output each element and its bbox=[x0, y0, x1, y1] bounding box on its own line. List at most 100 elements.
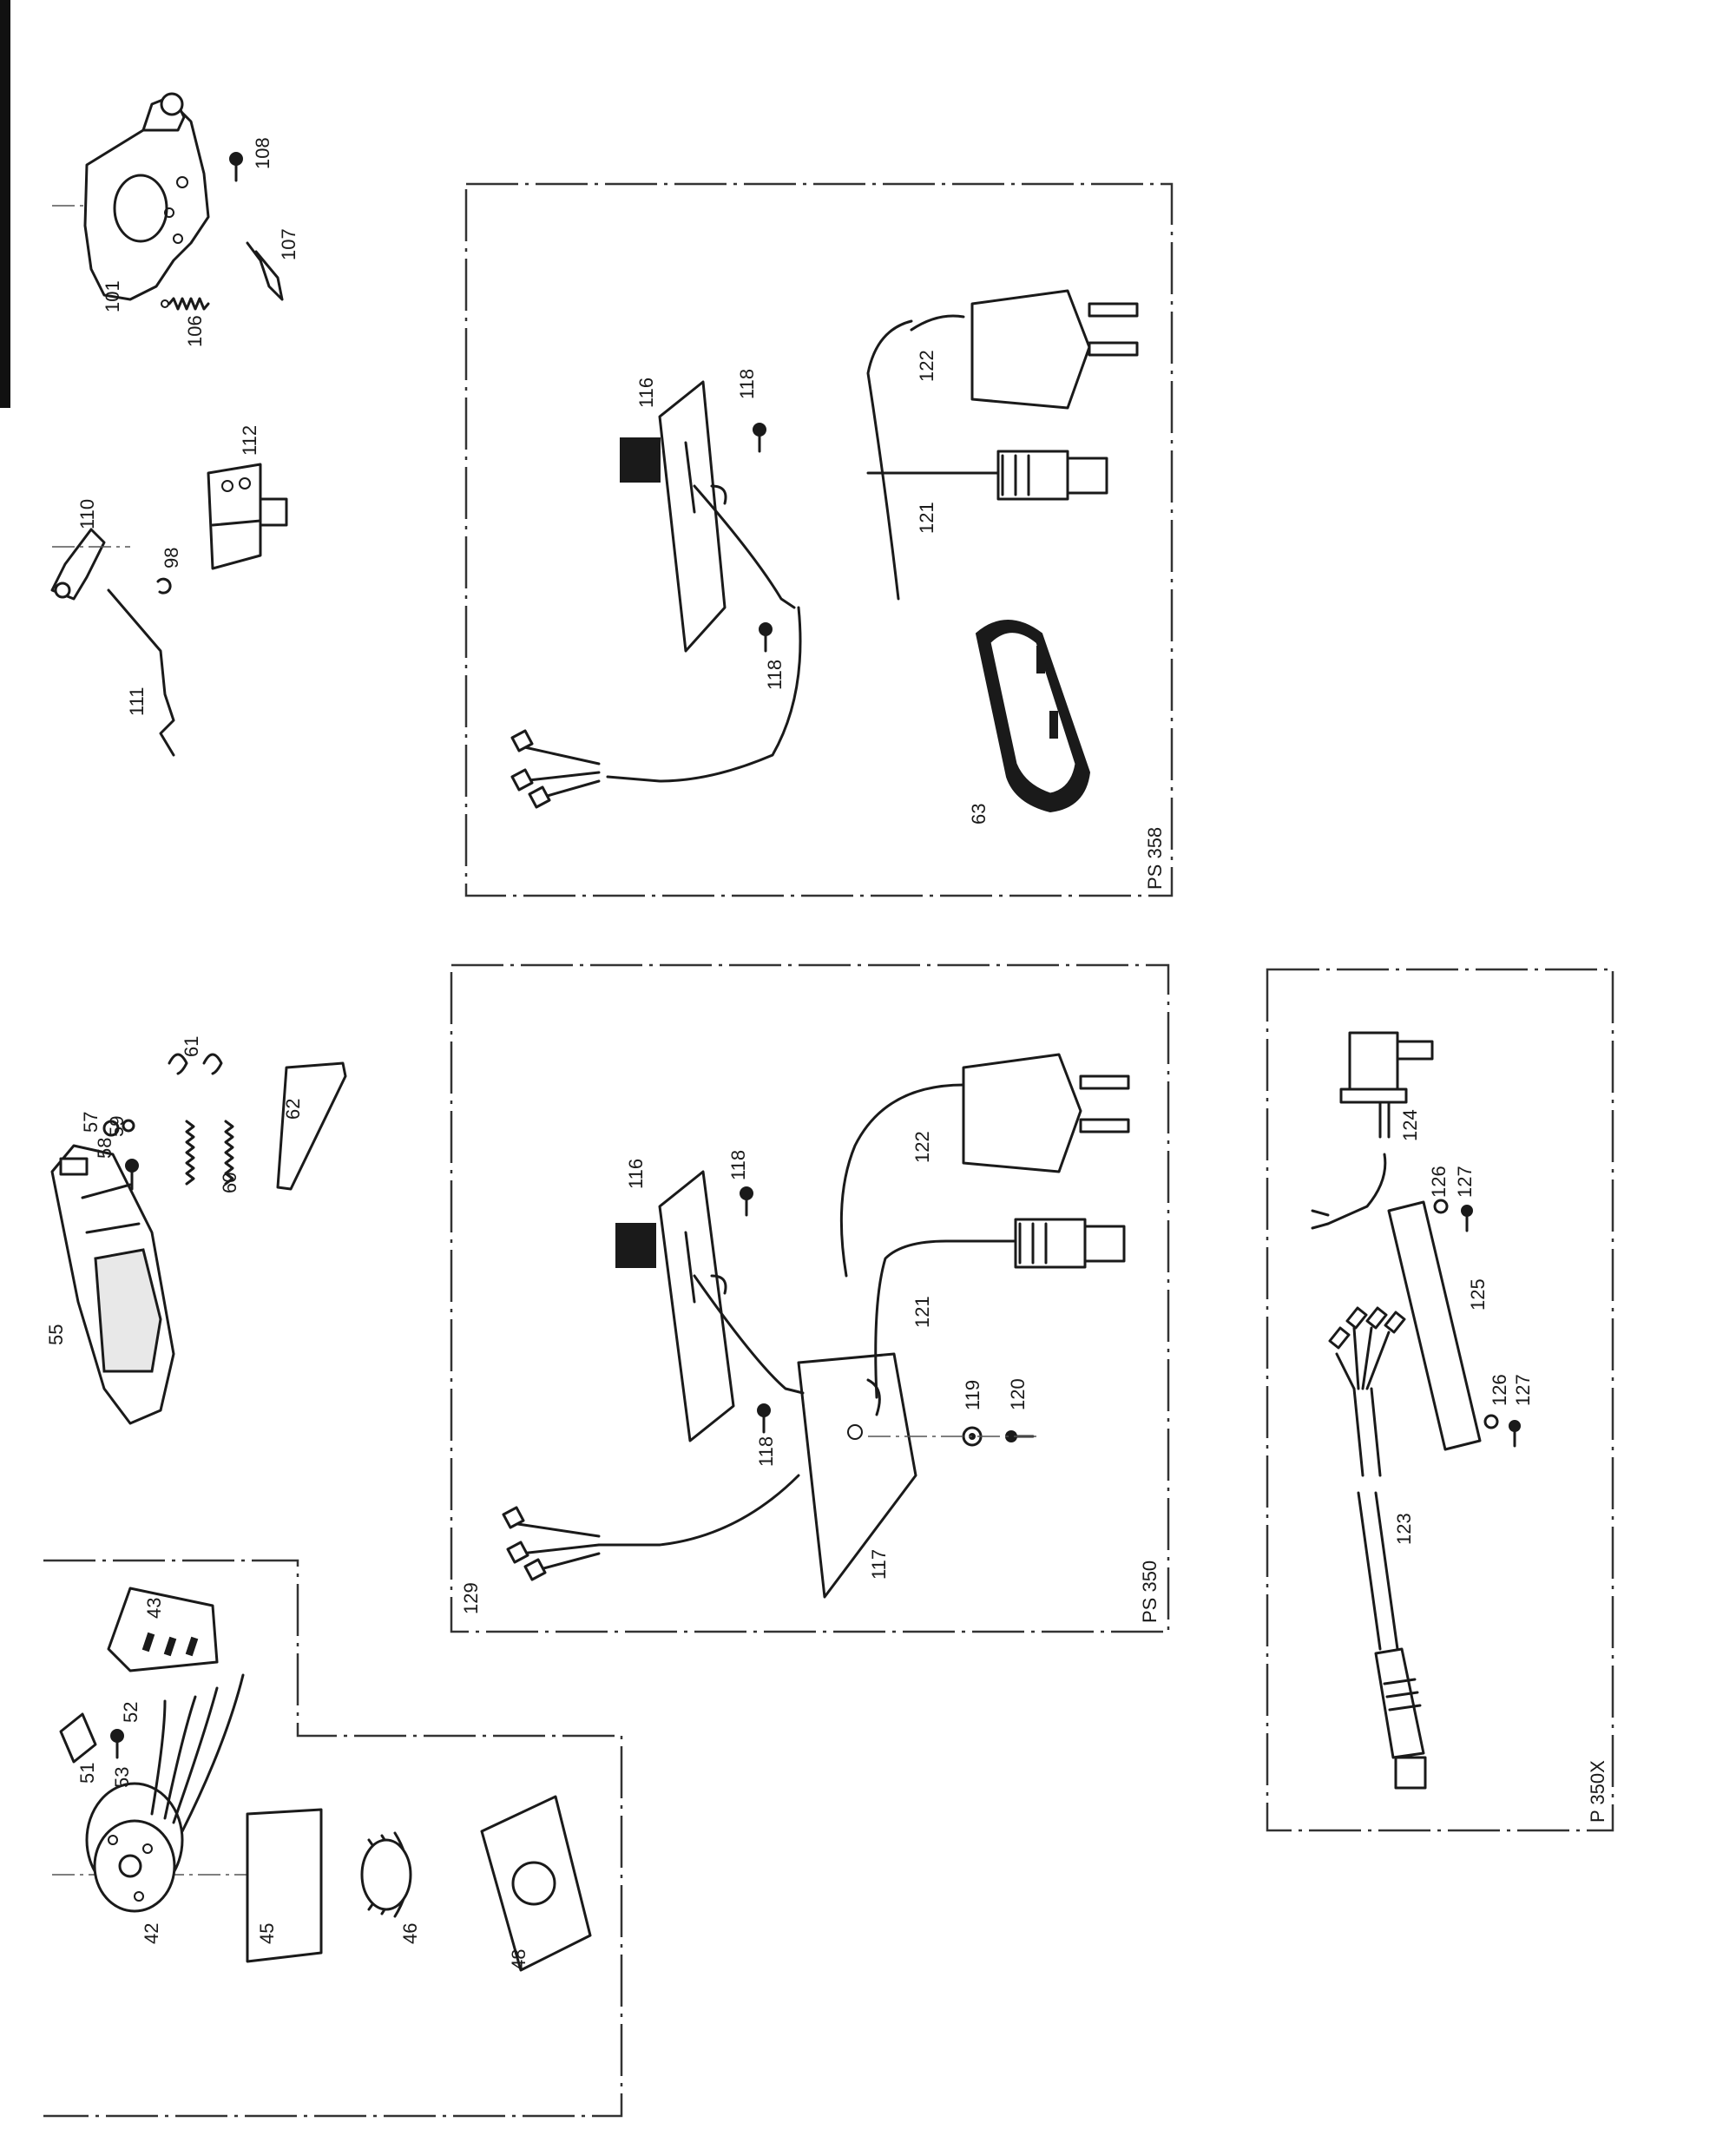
wires-123 bbox=[1335, 1326, 1391, 1390]
terminal-block-43 bbox=[107, 1587, 219, 1672]
cable-129-ps350 bbox=[597, 1474, 800, 1547]
wire-ends-ps358 bbox=[519, 745, 601, 800]
clips-61 bbox=[168, 1053, 223, 1075]
motor-wires bbox=[150, 1673, 245, 1833]
bushing-48 bbox=[511, 1861, 556, 1906]
label-53: 53 bbox=[111, 1767, 133, 1788]
terminals-ps358 bbox=[510, 729, 551, 809]
din-plug-ps358 bbox=[996, 450, 1108, 501]
screw-126-127-a bbox=[1433, 1199, 1473, 1232]
frame-motor-group bbox=[43, 1559, 623, 2118]
plate-45 bbox=[246, 1808, 323, 1963]
clamp-51 bbox=[59, 1712, 97, 1764]
cable-124-b bbox=[1326, 1153, 1387, 1225]
screw-118-d bbox=[757, 1403, 771, 1434]
label-120: 120 bbox=[1007, 1378, 1029, 1410]
label-61: 61 bbox=[181, 1036, 202, 1057]
screw-126-127-b bbox=[1483, 1414, 1521, 1448]
oval-cover-63 bbox=[975, 620, 1091, 813]
label-45: 45 bbox=[256, 1923, 278, 1944]
label-125: 125 bbox=[1467, 1278, 1489, 1311]
cable-123-b bbox=[1357, 1491, 1399, 1651]
frame-ps350 bbox=[450, 963, 1170, 1633]
mains-plug-ps350 bbox=[962, 1053, 1130, 1173]
scan-edge bbox=[0, 0, 10, 408]
rod-111 bbox=[107, 588, 175, 757]
switch-112 bbox=[207, 463, 288, 570]
wire-ends-124 bbox=[1311, 1209, 1330, 1230]
label-122-ps350: 122 bbox=[911, 1131, 933, 1163]
cable-129-ps358 bbox=[606, 606, 802, 783]
cup-46 bbox=[360, 1838, 412, 1911]
label-121-ps358: 121 bbox=[916, 502, 937, 534]
label-98: 98 bbox=[161, 548, 182, 568]
frame-ps358 bbox=[464, 182, 1174, 897]
label-126-b: 126 bbox=[1489, 1374, 1510, 1406]
label-126-a: 126 bbox=[1428, 1166, 1450, 1198]
spring-106 bbox=[161, 297, 210, 311]
label-118-ps350-a: 118 bbox=[727, 1150, 749, 1180]
label-59: 59 bbox=[106, 1116, 128, 1137]
bracket-116-ps350 bbox=[615, 1170, 735, 1442]
screw-53 bbox=[110, 1729, 124, 1759]
plate-125 bbox=[1387, 1200, 1482, 1451]
cable-123-a bbox=[1352, 1387, 1382, 1477]
bracket-116-ps358 bbox=[620, 380, 727, 653]
label-110: 110 bbox=[76, 499, 98, 529]
label-118-ps358-a: 118 bbox=[736, 369, 758, 399]
din-plug-123 bbox=[1374, 1647, 1427, 1790]
label-119: 119 bbox=[962, 1380, 983, 1410]
switch-block-55 bbox=[50, 1144, 175, 1425]
screw-118-b bbox=[759, 622, 773, 653]
plate-117 bbox=[797, 1352, 917, 1599]
label-62: 62 bbox=[282, 1099, 304, 1120]
label-46: 46 bbox=[399, 1923, 421, 1944]
clip-98 bbox=[156, 577, 172, 595]
label-118-ps350-b: 118 bbox=[755, 1436, 777, 1467]
lever-110 bbox=[50, 528, 130, 601]
screw-118-c bbox=[740, 1186, 753, 1217]
label-129: 129 bbox=[460, 1582, 482, 1614]
wire-ends-ps350 bbox=[510, 1521, 601, 1573]
label-127-a: 127 bbox=[1454, 1166, 1476, 1198]
label-101: 101 bbox=[102, 280, 123, 312]
connector-124 bbox=[1339, 1031, 1434, 1104]
label-58: 58 bbox=[94, 1138, 115, 1159]
label-127-b: 127 bbox=[1512, 1374, 1534, 1406]
label-60: 60 bbox=[219, 1173, 240, 1193]
screw-108 bbox=[229, 152, 243, 182]
screw-59 bbox=[125, 1159, 139, 1191]
label-111: 111 bbox=[126, 687, 148, 716]
frame-title-p350x: P 350X bbox=[1587, 1760, 1608, 1823]
motor-42 bbox=[85, 1782, 184, 1913]
label-122-ps358: 122 bbox=[916, 350, 937, 382]
label-layer: 101 106 107 108 110 111 98 112 55 57 58 … bbox=[45, 137, 1608, 1970]
label-43: 43 bbox=[143, 1598, 165, 1619]
hole bbox=[176, 176, 188, 188]
spring-60a bbox=[185, 1120, 195, 1186]
label-106: 106 bbox=[184, 315, 206, 347]
label-51: 51 bbox=[76, 1763, 98, 1784]
wire-spring-107 bbox=[246, 241, 284, 301]
label-107: 107 bbox=[278, 228, 299, 260]
label-57: 57 bbox=[80, 1112, 102, 1133]
label-108: 108 bbox=[252, 137, 273, 169]
label-55: 55 bbox=[45, 1324, 67, 1345]
label-116-ps350: 116 bbox=[625, 1159, 647, 1189]
cable-122-ps358 bbox=[866, 319, 913, 601]
label-63: 63 bbox=[968, 804, 990, 825]
hole bbox=[164, 207, 174, 218]
cable-122-ps350 bbox=[839, 1083, 965, 1278]
label-42: 42 bbox=[141, 1923, 162, 1944]
cable-124 bbox=[1378, 1101, 1391, 1139]
cable-121-ps350 bbox=[874, 1239, 1043, 1399]
part-57 bbox=[102, 1120, 120, 1137]
label-124: 124 bbox=[1399, 1109, 1421, 1141]
frame-title-ps350: PS 350 bbox=[1139, 1561, 1161, 1623]
roller bbox=[160, 92, 184, 116]
label-123: 123 bbox=[1393, 1513, 1415, 1545]
hole bbox=[173, 233, 183, 244]
part-58 bbox=[122, 1119, 135, 1133]
